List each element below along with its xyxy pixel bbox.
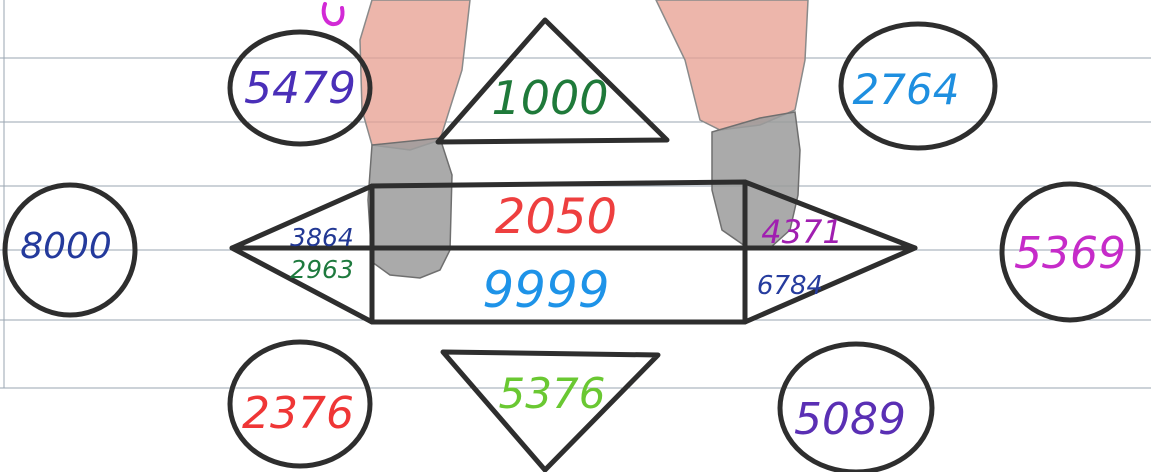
number-right-wedge-lower: 6784	[757, 271, 823, 301]
right-leg	[656, 0, 808, 130]
number-left-wedge-upper: 3864	[290, 223, 354, 252]
number-bottom-triangle: 5376	[499, 369, 606, 418]
number-bottom-right-circle: 5089	[794, 394, 906, 445]
number-top-left-circle: 5479	[244, 63, 356, 114]
number-center-upper: 2050	[495, 189, 617, 245]
magenta-scribble	[324, 4, 343, 24]
number-left-circle: 8000	[20, 226, 112, 267]
number-right-circle: 5369	[1014, 228, 1126, 279]
number-top-right-circle: 2764	[853, 65, 960, 114]
left-shoe	[368, 138, 452, 278]
number-center-lower: 9999	[482, 261, 609, 319]
number-top-triangle: 1000	[491, 71, 608, 125]
number-left-wedge-lower: 2963	[290, 255, 354, 284]
number-right-wedge-upper: 4371	[761, 213, 842, 251]
number-bottom-left-circle: 2376	[242, 388, 354, 439]
